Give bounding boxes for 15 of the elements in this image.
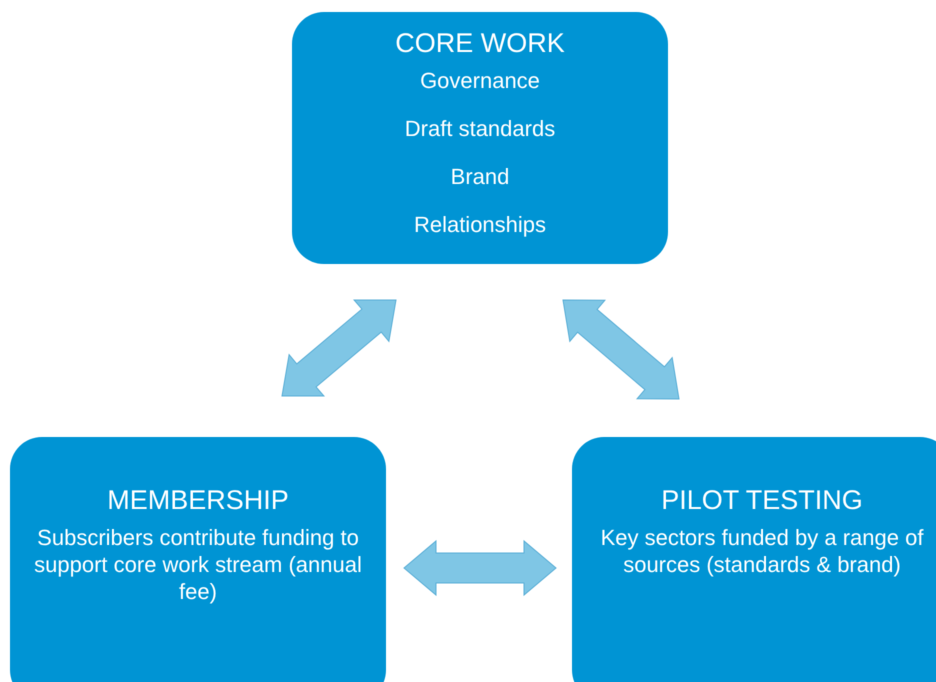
double-arrow xyxy=(403,540,557,596)
body-text: Relationships xyxy=(412,211,548,238)
double-arrow xyxy=(281,300,397,396)
heading: MEMBERSHIP xyxy=(107,487,289,514)
rounded-box xyxy=(292,12,668,264)
double-arrow xyxy=(562,300,680,400)
heading: CORE WORK xyxy=(395,30,565,57)
rounded-box xyxy=(572,437,936,682)
rounded-box xyxy=(10,437,386,682)
body-text: Key sectors funded by a range of sources (standards & brand) xyxy=(600,524,924,578)
body-text: Brand xyxy=(450,163,510,190)
heading: PILOT TESTING xyxy=(661,487,863,514)
body-text: Governance xyxy=(419,67,541,94)
body-text: Subscribers contribute funding to support core work stream (annual fee) xyxy=(33,524,363,605)
body-text: Draft standards xyxy=(404,115,556,142)
